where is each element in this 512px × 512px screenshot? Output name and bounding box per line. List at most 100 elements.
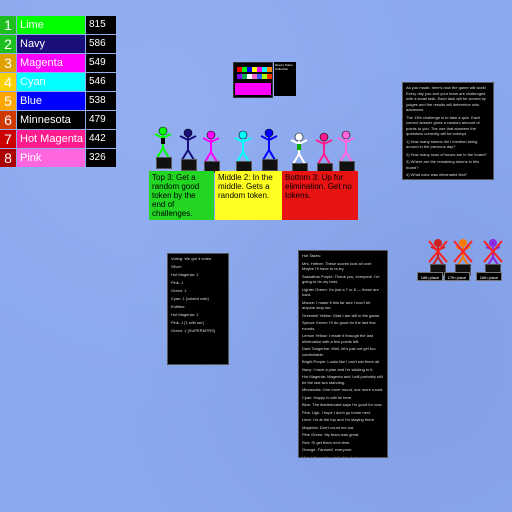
panel-line: Cyan: 1 [voided vote] <box>171 296 209 301</box>
token-square <box>247 67 252 72</box>
token-square <box>252 74 257 79</box>
leaderboard-name: Hot Magenta <box>17 130 85 148</box>
token-board-note: Dave's Token Collection <box>274 62 296 96</box>
contestant-figure-pink <box>335 130 357 166</box>
panel-line: Mrs. Hefner: These scores look all over.… <box>302 260 374 272</box>
panel-line: Dark Tangerine: Well, let's just not get… <box>302 346 377 357</box>
token-square <box>237 67 242 72</box>
hot-takes-panel: Hot Takes: Mrs. Hefner: These scores look… <box>298 250 388 458</box>
leaderboard-rank: 3 <box>0 54 16 72</box>
leaderboard-rank: 6 <box>0 111 16 129</box>
leaderboard-rank: 8 <box>0 149 16 167</box>
place-label: 18th place <box>417 272 443 281</box>
eliminated-figure <box>452 238 474 268</box>
contestant-figure-cyan <box>232 130 254 166</box>
leaderboard-score: 538 <box>86 92 116 110</box>
leaderboard-score: 479 <box>86 111 116 129</box>
contestant-figure-magenta <box>200 130 222 166</box>
leaderboard-rank: 5 <box>0 92 16 110</box>
token-square <box>267 74 272 79</box>
leaderboard-name: Blue <box>17 92 85 110</box>
token-square <box>237 74 242 79</box>
contestant-token-tag <box>156 157 172 169</box>
panel-line: Cyan: Happy to still be here. <box>302 394 353 400</box>
panel-line: Sassafras Purple: Thank you, everyone. I… <box>302 273 381 285</box>
panel-line: 2) How many rows of boxes are in the boa… <box>406 151 487 157</box>
leaderboard-score: 586 <box>86 35 116 53</box>
panel-line: 1) How many tokens did I mention being a… <box>406 138 479 150</box>
token-square <box>257 67 262 72</box>
panel-line: Lighter Green: I'm just a 7 or 8 — these… <box>302 286 380 298</box>
panel-line: 4) What color was eliminated first? <box>406 172 468 177</box>
contestant-figure-minnesota <box>288 132 310 168</box>
panel-line: Hot Magenta: Magenta and I will probably… <box>302 374 384 385</box>
token-highlight-bar <box>235 83 271 95</box>
panel-line: Greenish Yellow: Glad I am still in the … <box>302 312 381 318</box>
eliminated-figure <box>427 238 449 268</box>
panel-line: Bright Purple: Looks like I can't win th… <box>302 359 381 364</box>
leaderboard-rank: 1 <box>0 16 16 34</box>
leaderboard-name: Navy <box>17 35 85 53</box>
tier-top-box: Top 3: Get a random good token by the en… <box>149 171 214 220</box>
rules-panel: As you made, here's how the game will wo… <box>402 82 494 180</box>
token-board <box>233 62 273 98</box>
leaderboard-score: 546 <box>86 73 116 91</box>
panel-line: As you made, here's how the game will wo… <box>406 85 488 112</box>
contestant-figure-blue <box>258 128 280 164</box>
panel-line: Green: 1 <box>171 288 187 293</box>
contestant-figure-hot-magenta <box>313 132 335 168</box>
contestant-token-tag <box>262 159 278 171</box>
panel-line: Green: 1 [SUPERMTRS] <box>171 328 216 333</box>
panel-line: Orange: Farewell, everyone. <box>302 447 353 452</box>
token-square <box>267 67 272 72</box>
leaderboard-rank: 2 <box>0 35 16 53</box>
leaderboard-name: Pink <box>17 149 85 167</box>
contestant-figure-navy <box>177 128 199 164</box>
panel-line: Lime: I'm at the top and I'm staying the… <box>302 417 376 422</box>
contestant-figure-lime <box>152 126 174 162</box>
panel-line: Hot Magenta: 1 <box>171 272 199 277</box>
panel-line: Pine Green: My team was great. <box>302 432 360 437</box>
token-square <box>262 67 267 72</box>
voting-panel: Voting: We got 4 votes.Silver:Hot Magent… <box>167 253 229 365</box>
leaderboard-name: Magenta <box>17 54 85 72</box>
panel-line: The 13th challenge is to take a quiz. Ea… <box>406 114 482 137</box>
token-square <box>242 74 247 79</box>
leaderboard-score: 815 <box>86 16 116 34</box>
token-square <box>247 74 252 79</box>
panel-line: Pink: 1 [1 with ser] <box>171 320 204 325</box>
panel-line: Hot Takes: <box>302 253 321 258</box>
panel-line: Entities: <box>171 304 186 309</box>
panel-line: Pink: Ugh, I hope I don't go home next. <box>302 409 372 415</box>
panel-line: 5) What position was Blue in the last bo… <box>406 180 490 181</box>
leaderboard-score: 549 <box>86 54 116 72</box>
panel-line: Lemon Yellow: I made it through the last… <box>302 333 375 344</box>
leaderboard-score: 442 <box>86 130 116 148</box>
panel-line: Magenta: Don't count me out. <box>302 424 355 430</box>
leaderboard-rank: 7 <box>0 130 16 148</box>
panel-line: Voting: We got 4 votes. <box>171 256 213 261</box>
panel-line: Red: I'll get them next time. <box>302 439 351 445</box>
tier-middle-box: Middle 2: In the middle. Gets a random t… <box>215 171 282 220</box>
leaderboard-name: Cyan <box>17 73 85 91</box>
token-square <box>262 74 267 79</box>
panel-line: Violet: It was fun while it lasted. <box>302 454 358 458</box>
place-label: 16th place <box>476 272 502 281</box>
panel-line: 3) Where are the remaining tokens in thi… <box>406 159 481 170</box>
token-square <box>242 67 247 72</box>
panel-line: Hot Magenta: 1 <box>171 312 199 317</box>
contestant-token-tag <box>181 159 197 171</box>
eliminated-figure <box>482 238 504 268</box>
place-label: 17th place <box>444 272 470 281</box>
leaderboard-name: Minnesota <box>17 111 85 129</box>
leaderboard-rank: 4 <box>0 73 16 91</box>
panel-line: Pink: 1 <box>171 280 184 285</box>
